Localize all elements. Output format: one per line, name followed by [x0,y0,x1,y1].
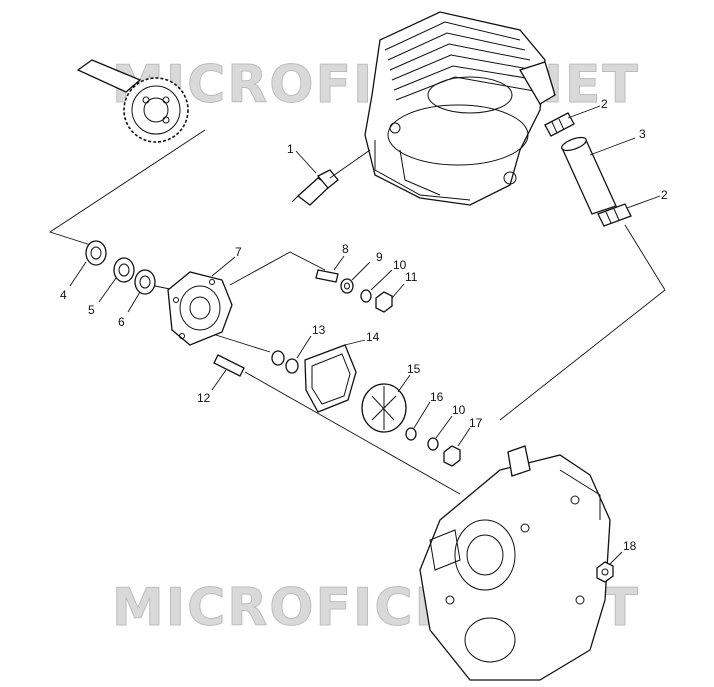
part-7-pump-housing [167,256,236,346]
part-12-stud [211,354,245,391]
callout-10-upper: 10 [393,258,407,272]
part-1-temperature-sensor [291,149,371,206]
callout-2-lower: 2 [661,188,668,202]
part-4-bearing [69,240,107,287]
part-2-hose-clamp-upper [544,105,601,137]
callout-11: 11 [405,270,418,284]
callout-18: 18 [623,539,637,553]
assembly-lines [48,129,666,495]
engine-cylinder [364,11,556,206]
part-15-impeller [361,374,411,433]
callout-3: 3 [639,127,646,141]
part-13-o-rings [271,335,312,374]
callout-4: 4 [60,288,67,302]
callout-17: 17 [469,416,483,430]
part-11-nut [375,283,405,313]
callout-8: 8 [342,242,349,256]
callout-2-upper: 2 [601,97,608,111]
part-2-hose-clamp-lower [597,195,661,227]
callout-6: 6 [118,315,125,329]
part-18-nut [596,551,623,583]
callout-9: 9 [376,250,383,264]
callout-13: 13 [312,323,326,337]
part-10-washer-upper [360,269,393,303]
callout-15: 15 [407,362,421,376]
part-9-washer [340,261,371,294]
callout-12: 12 [197,391,211,405]
part-16-washer [405,401,431,441]
drive-gear-shaft [76,59,189,143]
callout-labels: 1 2 2 3 4 5 6 7 8 9 10 10 11 12 13 14 15… [60,97,668,553]
callout-5: 5 [88,303,95,317]
part-10-washer-lower [427,415,453,451]
part-5-bearing [98,257,135,303]
part-14-gasket [304,339,366,413]
callout-14: 14 [366,330,380,344]
callout-10-lower: 10 [452,403,466,417]
part-17-nut [443,427,471,467]
part-6-bearing [127,269,156,313]
callout-7: 7 [235,245,242,259]
part-3-hose [561,136,636,215]
callout-1: 1 [287,142,294,156]
part-8-stud [315,255,345,283]
callout-16: 16 [430,390,444,404]
crankcase-cover [419,445,611,681]
